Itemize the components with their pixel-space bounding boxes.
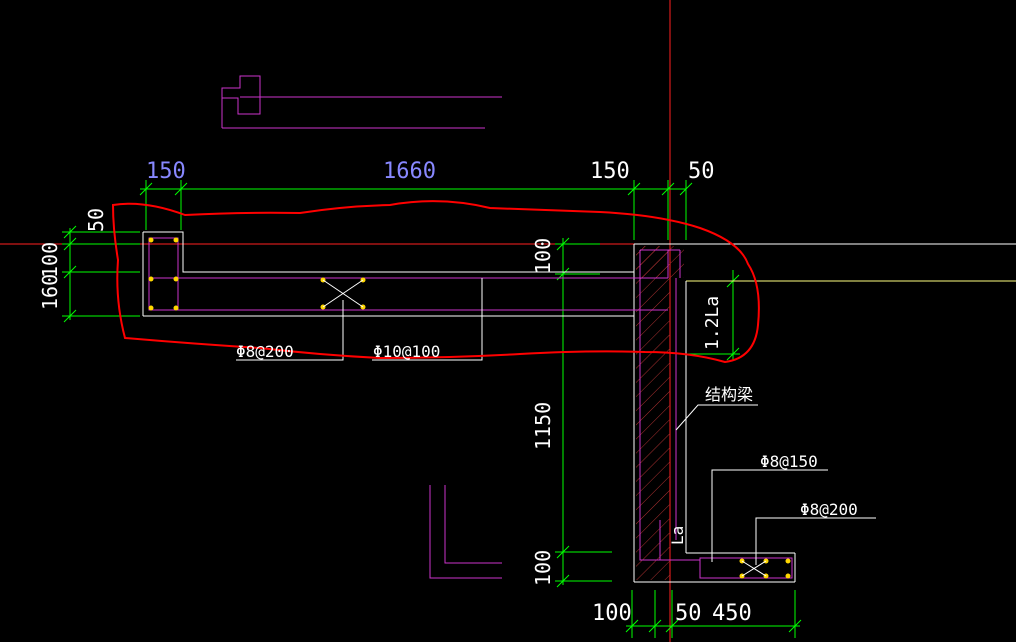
dim-mid-100-top: 100 [531, 238, 555, 274]
rebar-lines [148, 237, 793, 579]
leader-lines [236, 278, 876, 565]
magenta-symbol-top [221, 75, 502, 129]
label-rebar-3: Φ8@150 [760, 452, 818, 471]
dim-la: La [668, 526, 687, 545]
rebar-dots [148, 237, 791, 579]
dim-mid-100-bottom: 100 [531, 550, 555, 586]
beam-hatch [636, 246, 670, 580]
bottom-dimension-lines [625, 590, 802, 638]
dim-left-160: 160 [38, 274, 62, 310]
left-dimension-lines [62, 225, 140, 323]
dim-left-100: 100 [38, 242, 62, 278]
dimension-texts: 150 1660 150 50 50 160 100 100 1150 100 … [38, 159, 858, 626]
dim-mid-1150: 1150 [531, 402, 555, 450]
dim-right-12la: 1.2La [702, 296, 723, 350]
label-structural-beam: 结构梁 [705, 385, 753, 404]
beam-hatch-top [636, 246, 684, 278]
dim-bottom-450: 450 [712, 601, 752, 626]
label-rebar-1: Φ8@200 [236, 342, 294, 361]
dim-top-150-left: 150 [146, 159, 186, 184]
label-rebar-2: Φ10@100 [373, 342, 440, 361]
slab-outline [142, 231, 1016, 583]
dim-top-150-right: 150 [590, 159, 630, 184]
label-rebar-4: Φ8@200 [800, 500, 858, 519]
rebar-cross-marks [322, 279, 767, 577]
dim-bottom-50: 50 [675, 601, 702, 626]
dim-left-50: 50 [84, 208, 108, 232]
top-dimension-lines [139, 180, 693, 240]
middle-dimension-lines [555, 237, 612, 588]
revision-cloud [111, 200, 760, 364]
magenta-corner-bottom [429, 485, 502, 579]
dim-top-50: 50 [688, 159, 715, 184]
dim-bottom-100: 100 [592, 601, 632, 626]
dim-top-1660: 1660 [383, 159, 436, 184]
